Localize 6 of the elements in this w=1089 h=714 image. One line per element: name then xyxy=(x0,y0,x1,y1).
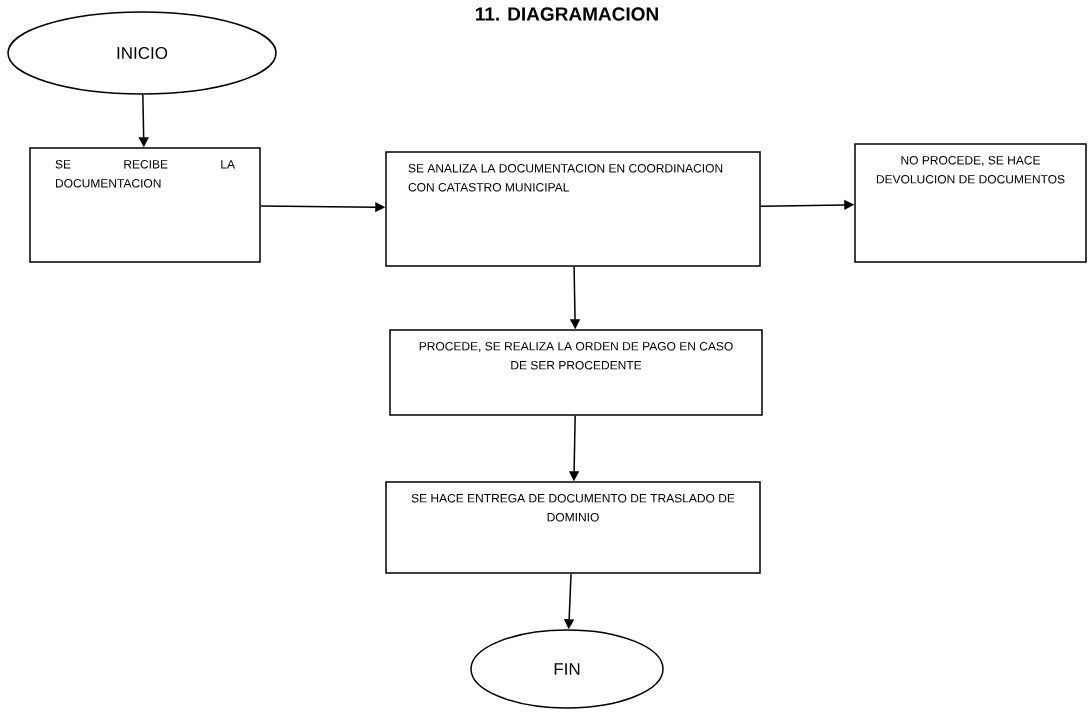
process-box: SE ANALIZA LA DOCUMENTACION EN COORDINACION CON CATASTRO MUNICIPAL xyxy=(385,151,761,267)
process-box: PROCEDE, SE REALIZA LA ORDEN DE PAGO EN CASO DE SER PROCEDENTE xyxy=(389,329,763,416)
process-box: SE RECIBE LA DOCUMENTACION xyxy=(29,147,261,263)
process-box: NO PROCEDE, SE HACE DEVOLUCION DE DOCUMENTOS xyxy=(854,143,1087,263)
process-box: SE HACE ENTREGA DE DOCUMENTO DE TRASLADO DE DOMINIO xyxy=(385,481,761,574)
title: 11. DIAGRAMACION xyxy=(476,7,658,21)
